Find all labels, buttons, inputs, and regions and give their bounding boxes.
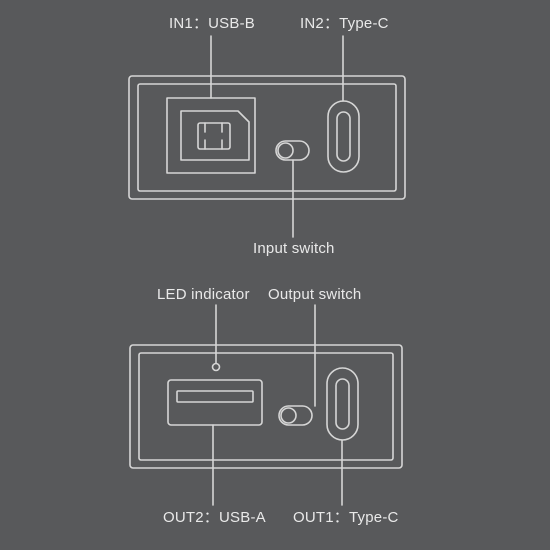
type-c-output-port-icon <box>326 367 359 441</box>
out2-usb-a-label: OUT2：USB-A <box>163 509 266 526</box>
output-switch-icon <box>278 405 313 426</box>
input-panel-outer-frame <box>128 75 406 200</box>
output-switch-label: Output switch <box>268 286 362 303</box>
input-switch-icon <box>275 140 310 161</box>
input-switch-label: Input switch <box>253 240 335 257</box>
usb-a-port-icon <box>167 379 263 426</box>
in2-type-c-label: IN2：Type-C <box>300 15 389 32</box>
led-indicator-icon <box>211 362 221 372</box>
usb-b-port-icon <box>166 97 256 174</box>
input-panel-inner-frame <box>137 83 397 192</box>
type-c-input-port-icon <box>327 100 360 173</box>
in1-usb-b-label: IN1：USB-B <box>169 15 255 32</box>
output-panel-inner-frame <box>138 352 394 461</box>
out1-type-c-label: OUT1：Type-C <box>293 509 399 526</box>
output-panel-outer-frame <box>129 344 403 469</box>
output-panel <box>129 304 403 506</box>
input-panel <box>128 35 406 238</box>
led-indicator-label: LED indicator <box>157 286 250 303</box>
